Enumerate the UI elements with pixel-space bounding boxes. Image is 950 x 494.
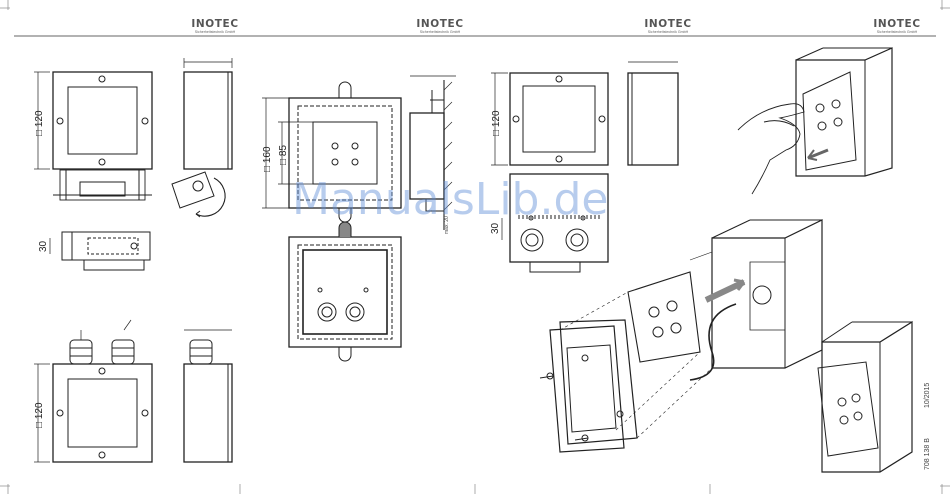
dim-85: □ 85: [278, 145, 289, 165]
panel1-side-view-glands: [184, 330, 232, 462]
footer-date: 10/2015: [924, 383, 931, 408]
panel2-back-view: [289, 222, 401, 361]
panel1-side-view: [172, 58, 232, 217]
panel3-front-view: [510, 73, 608, 165]
watermark: ManualsLib.de: [292, 174, 608, 225]
dim-30-a: 30: [38, 240, 49, 252]
dim-120-c: □ 120: [491, 110, 502, 136]
panel4-mounted-box: [818, 322, 912, 472]
dim-120-b: □ 120: [34, 402, 45, 428]
panel1-bracket-bottom-view: [50, 232, 150, 270]
panel4-exploded-box: [540, 220, 822, 452]
dim-120-a: □ 120: [34, 110, 45, 136]
footer-doc-number: 708 138 B: [924, 438, 931, 470]
panel4-box-with-hand: [738, 48, 892, 194]
panel1-front-view: [53, 72, 152, 200]
panel1-front-view-glands: [53, 320, 152, 462]
panel3-side-view: [628, 62, 678, 165]
dim-160: □ 160: [262, 146, 273, 172]
